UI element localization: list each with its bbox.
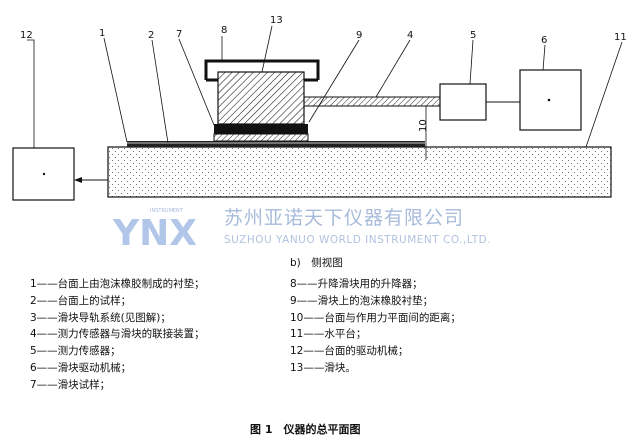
label-2: 2: [148, 30, 154, 41]
legend-item-5: 5——测力传感器；: [30, 345, 121, 358]
watermark-brand: INSTRUMENT: [150, 208, 184, 214]
legend-item-13: 13——滑块。: [290, 361, 356, 374]
legend-item-3: 3——滑块导轨系统(见图解)；: [30, 311, 171, 324]
connecting-rod: [303, 96, 441, 107]
legend-right: 8——升降滑块用的升降器； 9——滑块上的泡沫橡胶衬垫； 10——台面与作用力平…: [290, 278, 461, 379]
watermark: YNX INSTRUMENT 苏州亚诺天下仪器有限公司 SUZHOU YANUO…: [112, 207, 491, 254]
legend-item-12: 12——台面的驱动机械；: [290, 345, 409, 358]
figure-title: 图 1 仪器的总平面图: [250, 423, 361, 436]
table-foam-pad: [127, 141, 425, 147]
label-9: 9: [356, 30, 362, 41]
label-8: 8: [221, 25, 227, 36]
dimension-10: [410, 105, 436, 160]
label-7: 7: [176, 29, 182, 40]
sled-specimen: [213, 133, 309, 142]
legend-item-8: 8——升降滑块用的升降器；: [290, 278, 423, 290]
legend-item-1: 1——台面上由泡沫橡胶制成的衬垫；: [30, 278, 205, 290]
watermark-logo: YNX: [112, 213, 197, 254]
apparatus-side-view-diagram: 12 1 2 7 8 13 9 4 5 6 11 10 YNX INSTRUME…: [12, 15, 627, 254]
label-1: 1: [99, 28, 105, 39]
sled-drive-box: [519, 69, 582, 131]
legend-item-2: 2——台面上的试样；: [30, 294, 132, 307]
horizontal-table: [107, 146, 612, 198]
sled-lifter: [204, 59, 320, 82]
label-11: 11: [614, 32, 627, 43]
label-10: 10: [418, 119, 429, 132]
legend-item-4: 4——测力传感器与滑块的联接装置；: [30, 328, 205, 341]
label-12: 12: [20, 30, 33, 41]
leader-lines: [27, 25, 623, 148]
watermark-company-cn: 苏州亚诺天下仪器有限公司: [224, 207, 464, 229]
sled-foam-pad: [214, 124, 308, 134]
label-4: 4: [407, 30, 413, 41]
label-6: 6: [541, 35, 547, 46]
force-transducer-box: [439, 83, 487, 121]
legend-item-7: 7——滑块试样；: [30, 378, 111, 391]
legend-item-6: 6——滑块驱动机械；: [30, 361, 132, 374]
side-view-subcaption: b) 侧视图: [290, 257, 343, 269]
sled-body: [217, 71, 305, 125]
label-5: 5: [470, 30, 476, 41]
legend-left: 1——台面上由泡沫橡胶制成的衬垫； 2——台面上的试样； 3——滑块导轨系统(见…: [30, 278, 205, 396]
watermark-company-en: SUZHOU YANUO WORLD INSTRUMENT CO.,LTD.: [224, 234, 491, 246]
legend-item-10: 10——台面与作用力平面间的距离；: [290, 311, 461, 324]
label-13: 13: [270, 15, 283, 26]
legend-item-11: 11——水平台；: [290, 328, 367, 341]
legend-item-9: 9——滑块上的泡沫橡胶衬垫；: [290, 294, 434, 307]
